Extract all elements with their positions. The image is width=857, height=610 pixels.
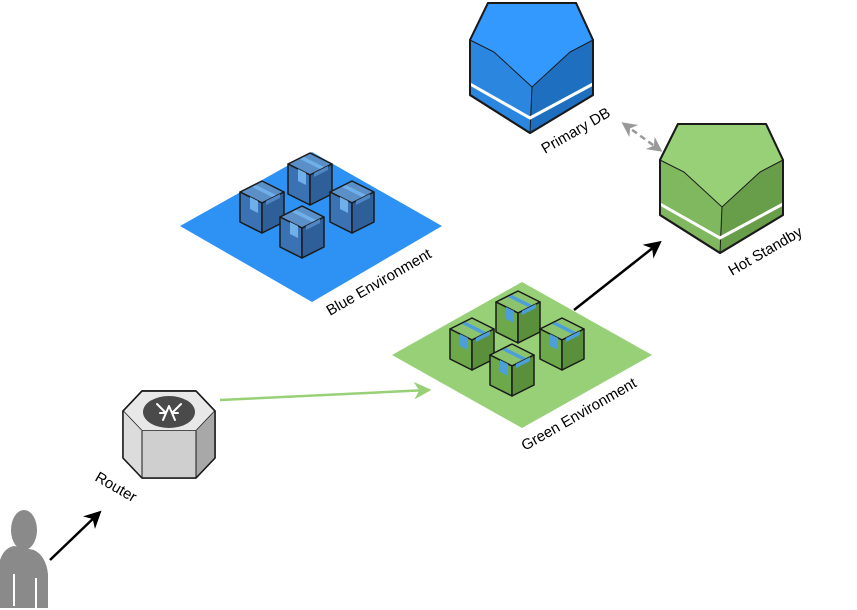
router-icon: [122, 390, 216, 479]
router-label: Router: [92, 469, 139, 506]
user-icon: [0, 510, 48, 608]
router[interactable]: Router: [92, 390, 216, 506]
database-icon: [659, 123, 784, 254]
hot-standby[interactable]: Hot Standby: [659, 123, 806, 279]
connection-user-to-router: [49, 510, 102, 561]
blue-environment[interactable]: Blue Environment: [180, 152, 442, 319]
primary-db[interactable]: Primary DB: [469, 2, 613, 157]
user[interactable]: [0, 510, 48, 608]
connection-primary-standby-replication: [621, 122, 663, 152]
connection-router-to-green: [219, 381, 432, 402]
database-icon: [469, 2, 594, 134]
green-environment[interactable]: Green Environment: [392, 282, 652, 454]
connection-green-to-standby: [573, 240, 662, 311]
